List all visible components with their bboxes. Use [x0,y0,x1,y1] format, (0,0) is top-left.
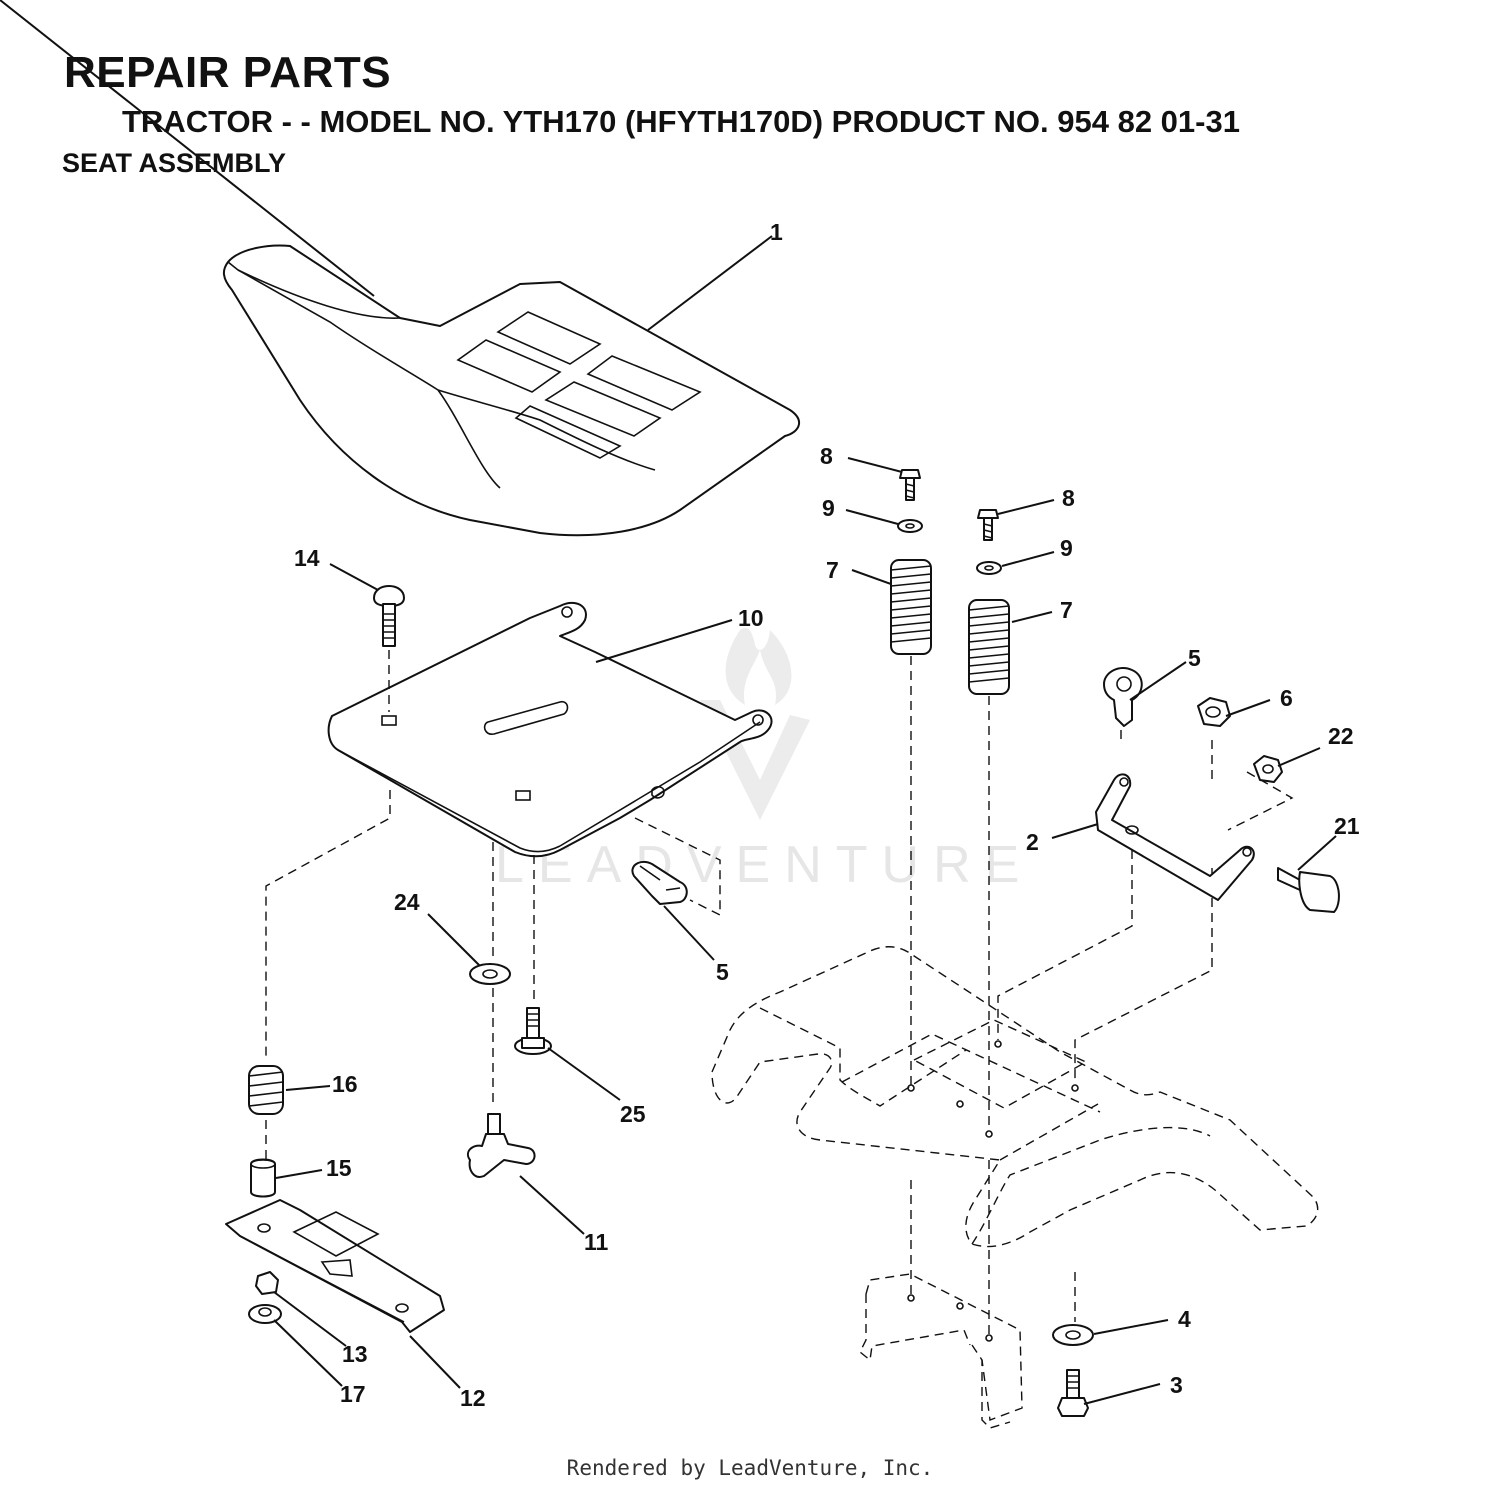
assembly-dashed-lines [265,650,1294,1335]
callout-5-upper[interactable]: 5 [1188,645,1201,671]
callout-15[interactable]: 15 [326,1155,352,1181]
callout-11[interactable]: 11 [584,1229,609,1255]
model-subtitle: TRACTOR - - MODEL NO. YTH170 (HFYTH170D)… [122,104,1240,139]
carriage-bolt-part[interactable] [0,0,405,647]
knob-part[interactable] [466,1113,536,1178]
callout-24[interactable]: 24 [394,889,420,915]
callout-9-left[interactable]: 9 [822,495,835,521]
callout-8-right[interactable]: 8 [1062,485,1075,511]
seat-pan-part[interactable] [327,601,773,858]
watermark-text: LEADVENTURE [495,836,1033,894]
callout-3[interactable]: 3 [1170,1372,1183,1398]
callout-1[interactable]: 1 [770,219,783,245]
callout-12[interactable]: 12 [460,1385,486,1411]
footer-credit: Rendered by LeadVenture, Inc. [566,1456,934,1480]
callout-13[interactable]: 13 [342,1341,368,1367]
callout-25[interactable]: 25 [620,1101,646,1127]
seat-part[interactable] [222,244,800,537]
callout-7-right[interactable]: 7 [1060,597,1073,623]
callout-8-left[interactable]: 8 [820,443,833,469]
callout-21[interactable]: 21 [1334,813,1360,839]
tractor-frame-outline [711,946,1319,1429]
callout-10[interactable]: 10 [738,605,764,631]
callout-9-right[interactable]: 9 [1060,535,1073,561]
clip-part-lower[interactable] [631,860,688,905]
flange-bolt-part[interactable] [514,1007,552,1055]
callout-7-left[interactable]: 7 [826,557,839,583]
washer-part-left[interactable] [897,519,923,533]
callout-numbers: 1 2 3 4 5 5 6 7 7 8 8 9 9 10 11 12 13 14… [294,219,1360,1411]
slide-plate-part[interactable] [225,1199,445,1333]
callout-leader-lines [273,235,1337,1405]
callout-17[interactable]: 17 [340,1381,366,1407]
callout-5-lower[interactable]: 5 [716,959,729,985]
section-title: SEAT ASSEMBLY [62,148,287,178]
lock-nut-part[interactable] [1197,697,1231,727]
callout-4[interactable]: 4 [1178,1306,1191,1332]
page-title: REPAIR PARTS [64,48,392,97]
spring-part-left[interactable] [890,559,932,655]
bolt-part-right[interactable] [977,509,999,541]
washer-part-4[interactable] [1052,1324,1094,1346]
shoulder-bolt-part[interactable] [1277,867,1340,913]
watermark: LEADVENTURE [495,628,1033,894]
spring-part-right[interactable] [968,599,1010,695]
spring-part-16[interactable] [248,1065,284,1115]
flange-nut-part[interactable] [248,1304,282,1324]
callout-2[interactable]: 2 [1026,829,1039,855]
washer-part-24[interactable] [469,963,511,985]
bolt-part-left[interactable] [899,469,921,501]
callout-16[interactable]: 16 [332,1071,358,1097]
hex-bolt-part[interactable] [1057,1369,1089,1417]
nut-part-13[interactable] [255,1271,279,1295]
nut-part-22[interactable] [1253,755,1283,783]
bracket-part[interactable] [1095,773,1255,901]
callout-6[interactable]: 6 [1280,685,1293,711]
spacer-part[interactable] [250,1158,276,1198]
callout-22[interactable]: 22 [1328,723,1354,749]
callout-14[interactable]: 14 [294,545,320,571]
washer-part-right[interactable] [976,561,1002,575]
